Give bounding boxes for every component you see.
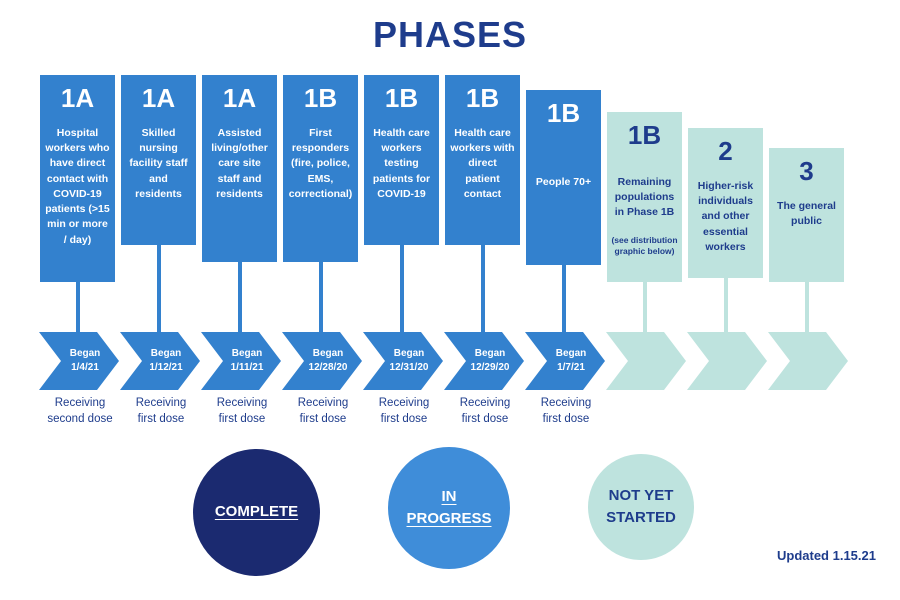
phase-box-1b-hcw-testing: 1B Health care workers testing patients … [364,75,439,245]
phase-description: Health care workers with direct patient … [450,127,515,200]
phase-description: First responders (fire, police, EMS, cor… [288,127,353,200]
phase-description: The general public [777,200,836,228]
phase-description: Remaining populations in Phase 1B [614,176,675,219]
began-date: Began 1/7/21 [555,348,587,373]
timeline-arrow: Began 1/12/21 [120,332,200,390]
phase-box-3-general-public: 3 The general public [769,148,844,282]
legend-in-progress: IN PROGRESS [388,447,510,569]
connector-stem [643,282,647,338]
phase-box-1b-remaining: 1B Remaining populations in Phase 1B (se… [607,112,682,282]
phase-box-1a-assisted-living: 1A Assisted living/other care site staff… [202,75,277,262]
page-title: PHASES [372,14,528,55]
phase-description: Assisted living/other care site staff an… [211,127,268,200]
timeline-arrow: Began 12/28/20 [282,332,362,390]
phase-label: 1B [384,83,419,113]
timeline-arrow: Began 1/4/21 [39,332,119,390]
connector-stem [481,245,485,338]
connector-stem [400,245,404,338]
phase-description: Health care workers testing patients for… [372,127,431,200]
connector-stem [157,245,161,338]
timeline-arrow: Began 1/11/21 [201,332,281,390]
phase-description: Hospital workers who have direct contact… [45,127,110,246]
timeline-arrow [606,332,686,390]
phase-label: 1B [303,83,338,113]
legend-in-progress-label: IN PROGRESS [406,487,492,528]
timeline-arrow: Began 12/29/20 [444,332,524,390]
timeline-arrow [687,332,767,390]
connector-stem [319,262,323,338]
dose-status: Receiving first dose [216,397,268,425]
phase-label: 1B [627,120,662,150]
dose-status: Receiving first dose [540,397,592,425]
legend-complete-label: COMPLETE [214,503,299,521]
phase-label: 1B [546,98,581,128]
dose-status: Receiving first dose [378,397,430,425]
connector-stem [76,282,80,338]
phase-box-1b-people-70: 1B People 70+ [526,90,601,265]
began-date: Began 1/4/21 [69,348,101,373]
phase-description: People 70+ [535,176,592,188]
phase-box-2-higher-risk: 2 Higher-risk individuals and other esse… [688,128,763,278]
timeline-arrow: Began 12/31/20 [363,332,443,390]
dose-status: Receiving second dose [47,397,113,425]
legend-not-yet-started-label: NOT YET STARTED [606,486,676,527]
timeline-arrow: Began 1/7/21 [525,332,605,390]
began-date: Began 12/28/20 [308,348,348,373]
began-date: Began 12/31/20 [389,348,429,373]
connector-stem [805,282,809,338]
connector-stem [562,265,566,338]
updated-date: Updated 1.15.21 [777,548,876,563]
phase-box-1a-skilled-nursing: 1A Skilled nursing facility staff and re… [121,75,196,245]
phase-note: (see distribution graphic below) [611,234,678,256]
timeline-arrow [768,332,848,390]
phase-box-1a-hospital: 1A Hospital workers who have direct cont… [40,75,115,282]
connector-stem [724,278,728,338]
phase-label: 1B [465,83,500,113]
began-date: Began 1/12/21 [149,348,183,373]
dose-status: Receiving first dose [135,397,187,425]
phase-label: 1A [141,83,176,113]
phase-label: 2 [718,136,733,166]
began-date: Began 1/11/21 [230,348,264,373]
phase-description: Skilled nursing facility staff and resid… [129,127,188,200]
began-date: Began 12/29/20 [470,348,510,373]
phase-box-1b-first-responders: 1B First responders (fire, police, EMS, … [283,75,358,262]
phase-box-1b-hcw-direct: 1B Health care workers with direct patie… [445,75,520,245]
legend-complete: COMPLETE [193,449,320,576]
dose-status: Receiving first dose [297,397,349,425]
connector-stem [238,262,242,338]
phase-label: 1A [222,83,257,113]
phase-description: Higher-risk individuals and other essent… [697,180,754,253]
phase-label: 3 [799,156,814,186]
phase-label: 1A [60,83,95,113]
dose-status: Receiving first dose [459,397,511,425]
legend-not-yet-started: NOT YET STARTED [588,454,694,560]
